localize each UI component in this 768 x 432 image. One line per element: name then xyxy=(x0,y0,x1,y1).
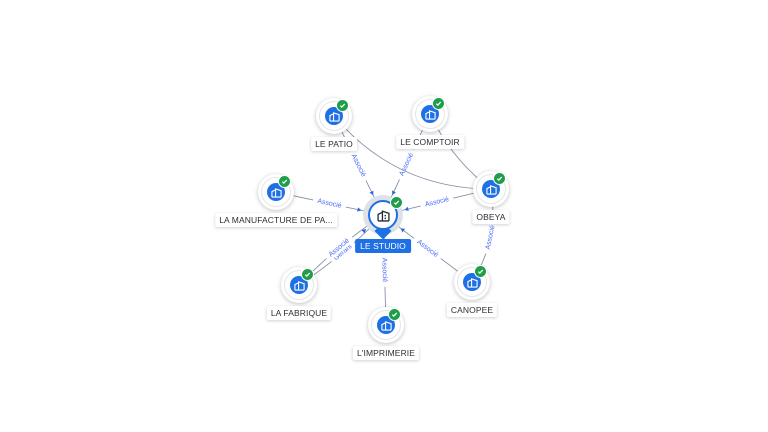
edge-label-background xyxy=(411,234,444,263)
edge-arrow xyxy=(391,190,396,196)
building-icon xyxy=(482,180,500,198)
node-label: LA MANUFACTURE DE PA... xyxy=(215,213,337,227)
node-bubble xyxy=(473,171,509,207)
node-bubble xyxy=(368,307,404,343)
edge-label-background xyxy=(347,148,370,183)
verified-check-icon xyxy=(493,172,506,185)
edge-arrow xyxy=(357,207,362,212)
edge-label: Associé xyxy=(485,225,497,251)
edge-label: Associé xyxy=(424,196,450,209)
edge-label-background xyxy=(312,195,347,212)
verified-check-icon xyxy=(474,265,487,278)
verified-check-icon xyxy=(390,196,403,209)
edge-label-background xyxy=(379,253,390,287)
node-bubble xyxy=(281,267,317,303)
node-label: LE PATIO xyxy=(311,137,357,151)
building-icon xyxy=(421,105,439,123)
node-label: L'IMPRIMERIE xyxy=(352,346,420,360)
node-bubble xyxy=(258,174,294,210)
edge-label-background xyxy=(395,147,418,182)
node-label: LA FABRIQUE xyxy=(266,306,332,320)
edge-arrow xyxy=(400,228,406,233)
node-label: CANOPEE xyxy=(446,303,498,317)
edge-label-background xyxy=(482,220,499,255)
edge-arrow xyxy=(361,229,367,234)
verified-check-icon xyxy=(278,175,291,188)
edge-patio-obeya xyxy=(333,115,492,190)
verified-check-icon xyxy=(388,308,401,321)
edge-label: Associé xyxy=(380,258,388,283)
node-label: LE COMPTOIR xyxy=(396,135,464,149)
building-icon xyxy=(463,273,481,291)
verified-check-icon xyxy=(432,97,445,110)
verified-check-icon xyxy=(301,268,314,281)
building-icon xyxy=(267,183,285,201)
edge-arrow xyxy=(369,190,374,196)
building-icon xyxy=(325,107,343,125)
verified-check-icon xyxy=(336,99,349,112)
center-node-bubble xyxy=(363,195,403,240)
center-node-label: LE STUDIO xyxy=(355,239,411,253)
edge-arrow xyxy=(404,206,409,212)
edge-label-background xyxy=(323,233,355,262)
edge-label: Associé xyxy=(415,239,439,259)
node-bubble xyxy=(454,264,490,300)
node-bubble xyxy=(412,96,448,132)
edge-label-background xyxy=(328,239,358,266)
node-label: OBEYA xyxy=(472,210,510,224)
building-icon xyxy=(290,276,308,294)
building-icon xyxy=(377,316,395,334)
edge-label-background xyxy=(419,193,455,211)
node-bubble xyxy=(316,98,352,134)
